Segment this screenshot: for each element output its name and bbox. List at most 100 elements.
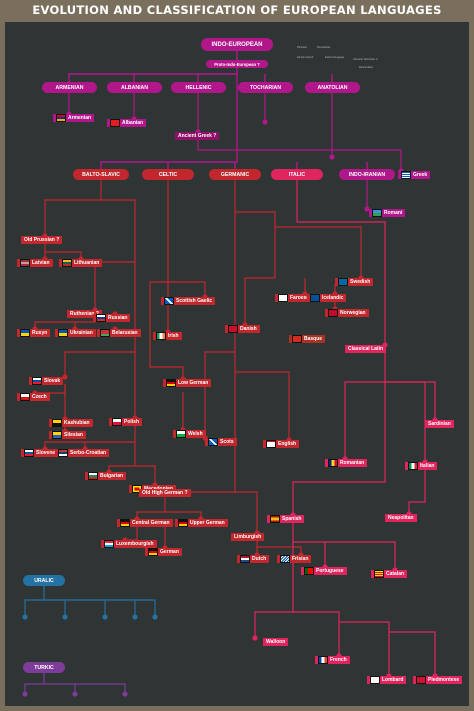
tree-connector bbox=[45, 251, 82, 259]
lang-label: Slovak bbox=[44, 378, 61, 384]
tree-connector bbox=[136, 497, 166, 519]
england-flag-icon bbox=[266, 440, 276, 448]
lang-danish: Danish bbox=[225, 325, 260, 333]
tree-connector bbox=[254, 542, 294, 638]
lang-german: German bbox=[145, 548, 182, 556]
wales-flag-icon bbox=[176, 430, 186, 438]
poster-title: EVOLUTION AND CLASSIFICATION OF EUROPEAN… bbox=[32, 3, 442, 17]
frisia-flag-icon bbox=[280, 555, 290, 563]
tree-connector bbox=[244, 277, 275, 325]
lang-label: Irish bbox=[168, 333, 179, 339]
language-node-dot bbox=[132, 614, 138, 620]
lang-label: Swedish bbox=[350, 279, 371, 285]
basque-flag-icon bbox=[292, 335, 302, 343]
lang-label: Old High German ? bbox=[142, 490, 188, 496]
lang-frisian: Frisian bbox=[277, 555, 312, 563]
tree-connector bbox=[385, 381, 426, 462]
portugal-flag-icon bbox=[304, 567, 314, 575]
serbia-flag-icon bbox=[58, 449, 68, 457]
lang-lombard: Lombard bbox=[367, 676, 407, 684]
lang-label: Upper German bbox=[190, 520, 225, 526]
poland-flag-icon bbox=[112, 418, 122, 426]
legend-descendant: Descendant bbox=[359, 66, 373, 69]
lang-spanish: Spanish bbox=[267, 515, 305, 523]
lang-label: Sardinian bbox=[428, 421, 451, 427]
tree-connector bbox=[292, 523, 326, 567]
lang-russian: Russian bbox=[93, 314, 131, 322]
lang-romanian: Romanian bbox=[325, 459, 368, 467]
catalonia-flag-icon bbox=[374, 570, 384, 578]
lang-label: Piedmontese bbox=[428, 677, 460, 683]
lang-label: Portuguese bbox=[316, 568, 344, 574]
lang-lithuanian: Lithuanian bbox=[59, 259, 103, 267]
tree-connector bbox=[24, 599, 44, 617]
branch-indo-iranian: INDO-IRANIAN bbox=[339, 169, 395, 180]
slovenia-flag-icon bbox=[24, 449, 34, 457]
legend-ancestor-1: Ancestor 1 bbox=[353, 58, 366, 61]
legend-key-1: Phonetic bbox=[297, 46, 308, 49]
lang-romani: Romani bbox=[369, 209, 406, 217]
lang-label: English bbox=[278, 441, 297, 447]
lang-label: Kashubian bbox=[64, 420, 90, 426]
tree-connector bbox=[234, 180, 276, 278]
iceland-flag-icon bbox=[310, 294, 320, 302]
language-node-dot bbox=[22, 691, 28, 697]
lang-label: Low German bbox=[178, 380, 209, 386]
lang-walloon: Walloon bbox=[263, 638, 289, 646]
lang-label: Basque bbox=[304, 336, 323, 342]
lang-label: Russian bbox=[108, 315, 128, 321]
indo-european-node: INDO-EUROPEAN bbox=[201, 38, 273, 51]
branch-anatolian: ANATOLIAN bbox=[305, 82, 360, 93]
lang-slovak: Slovak bbox=[29, 377, 64, 385]
italy-flag-icon bbox=[408, 462, 418, 470]
france-flag-icon bbox=[318, 656, 328, 664]
lang-bulgarian: Bulgarian bbox=[85, 472, 127, 480]
lang-ruthenian: Ruthenian ? bbox=[67, 310, 102, 318]
lang-label: Lithuanian bbox=[74, 260, 100, 266]
lang-latvian: Latvian bbox=[17, 259, 53, 267]
lang-label: German bbox=[160, 549, 179, 555]
language-node-dot bbox=[22, 614, 28, 620]
branch-italic: ITALIC bbox=[271, 169, 323, 180]
tree-connector bbox=[43, 586, 156, 617]
language-node-dot bbox=[62, 614, 68, 620]
lang-label: Belarusian bbox=[112, 330, 138, 336]
low-german-flag-icon bbox=[166, 379, 176, 387]
lang-label: Ruthenian ? bbox=[70, 311, 99, 317]
slovakia-flag-icon bbox=[32, 377, 42, 385]
lang-scots: Scots bbox=[205, 438, 237, 446]
tree-connector bbox=[100, 74, 238, 169]
tree-connector bbox=[34, 318, 96, 329]
lang-label: Neapolitan bbox=[388, 515, 414, 521]
legend: Phonetic Romanized Family branch Extinct… bbox=[295, 32, 385, 72]
lang-label: Danish bbox=[240, 326, 257, 332]
lang-french: French bbox=[315, 656, 350, 664]
belarus-flag-icon bbox=[100, 329, 110, 337]
lang-irish: Irish bbox=[153, 332, 182, 340]
lang-albanian: Albanian bbox=[107, 119, 147, 127]
lang-classical-latin: Classical Latin bbox=[345, 345, 387, 353]
legend-key-3: Family branch bbox=[297, 56, 314, 59]
lang-label: Lombard bbox=[382, 677, 404, 683]
tree-connector bbox=[44, 418, 136, 449]
branch-hellenic: HELLENIC bbox=[171, 82, 226, 93]
faroe-flag-icon bbox=[278, 294, 288, 302]
legend-key-2: Romanized bbox=[317, 46, 331, 49]
lang-label: Slovene bbox=[36, 450, 56, 456]
tree-connector bbox=[165, 511, 202, 519]
lang-kashubian: Kashubian bbox=[49, 419, 93, 427]
lang-label: Norwegian bbox=[340, 310, 366, 316]
language-node-dot bbox=[364, 206, 370, 212]
lang-limburgish: Limburgish bbox=[231, 533, 265, 541]
ireland-flag-icon bbox=[156, 332, 166, 340]
lang-basque: Basque bbox=[289, 335, 326, 343]
scots-flag-icon bbox=[208, 438, 218, 446]
tree-connector bbox=[68, 68, 238, 82]
netherlands-flag-icon bbox=[240, 555, 250, 563]
lang-english: English bbox=[263, 440, 300, 448]
lang-label: Welsh bbox=[188, 431, 203, 437]
czech-flag-icon bbox=[20, 393, 30, 401]
tree-connector bbox=[24, 683, 44, 694]
albania-flag-icon bbox=[110, 119, 120, 127]
lang-catalan: Catalan bbox=[371, 570, 408, 578]
